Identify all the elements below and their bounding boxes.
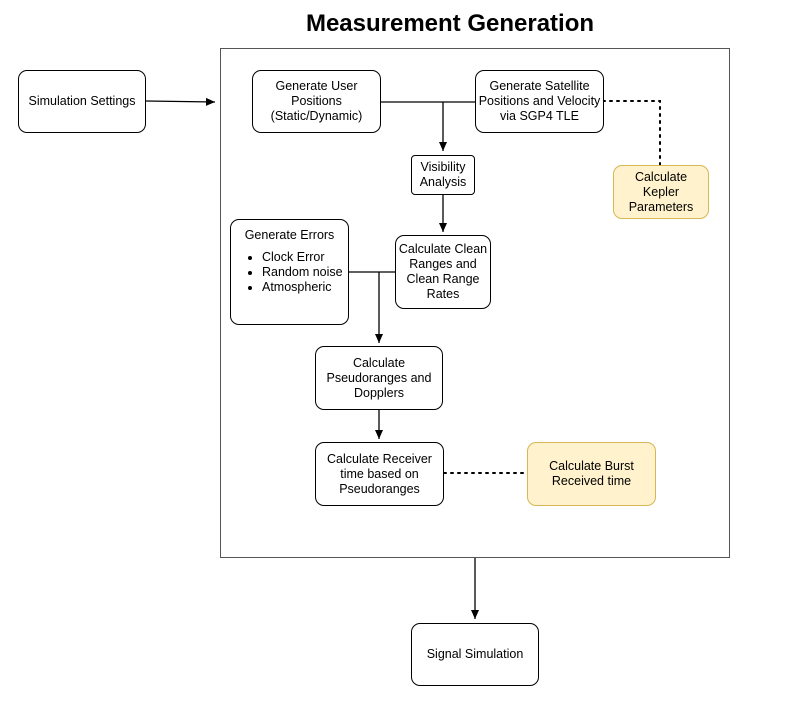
pseudoranges-label: Calculate Pseudoranges and Dopplers [326, 355, 432, 400]
burst-received-time-label: Calculate Burst Received time [549, 459, 634, 488]
generate-errors-heading: Generate Errors [244, 228, 335, 242]
arrow-settings-to-frame [145, 97, 216, 106]
diagram-title: Measurement Generation [305, 10, 595, 37]
clean-ranges-label: Calculate Clean Ranges and Clean Range R… [398, 242, 488, 301]
error-list: Clock Error Random noise Atmospheric [235, 250, 344, 295]
signal-simulation-label: Signal Simulation [426, 647, 524, 661]
receiver-time-label: Calculate Receiver time based on Pseudor… [327, 451, 432, 496]
clean-ranges-node[interactable]: Calculate Clean Ranges and Clean Range R… [395, 235, 491, 309]
visibility-analysis-label: Visibility Analysis [419, 160, 467, 189]
generate-user-positions-label: Generate User Positions (Static/Dynamic) [270, 79, 363, 123]
generate-user-positions-node[interactable]: Generate User Positions (Static/Dynamic) [252, 70, 381, 133]
generate-satellite-positions-node[interactable]: Generate Satellite Positions and Velocit… [475, 70, 604, 133]
error-item-atmospheric: Atmospheric [262, 280, 344, 295]
pseudoranges-node[interactable]: Calculate Pseudoranges and Dopplers [315, 346, 443, 410]
dotted-link-kepler [602, 100, 661, 166]
measurement-generation-frame [220, 48, 730, 558]
calculate-kepler-label: Calculate Kepler Parameters [628, 169, 694, 214]
simulation-settings-label: Simulation Settings [28, 94, 136, 108]
signal-simulation-node[interactable]: Signal Simulation [411, 623, 539, 686]
burst-received-time-node[interactable]: Calculate Burst Received time [527, 442, 656, 506]
calculate-kepler-node[interactable]: Calculate Kepler Parameters [613, 165, 709, 219]
generate-errors-node[interactable]: Generate Errors Clock Error Random noise… [230, 219, 349, 325]
visibility-analysis-node[interactable]: Visibility Analysis [411, 155, 475, 195]
error-item-random-noise: Random noise [262, 265, 344, 280]
error-item-clock: Clock Error [262, 250, 344, 265]
simulation-settings-node[interactable]: Simulation Settings [18, 70, 146, 133]
generate-satellite-positions-label: Generate Satellite Positions and Velocit… [478, 79, 601, 123]
receiver-time-node[interactable]: Calculate Receiver time based on Pseudor… [315, 442, 444, 506]
